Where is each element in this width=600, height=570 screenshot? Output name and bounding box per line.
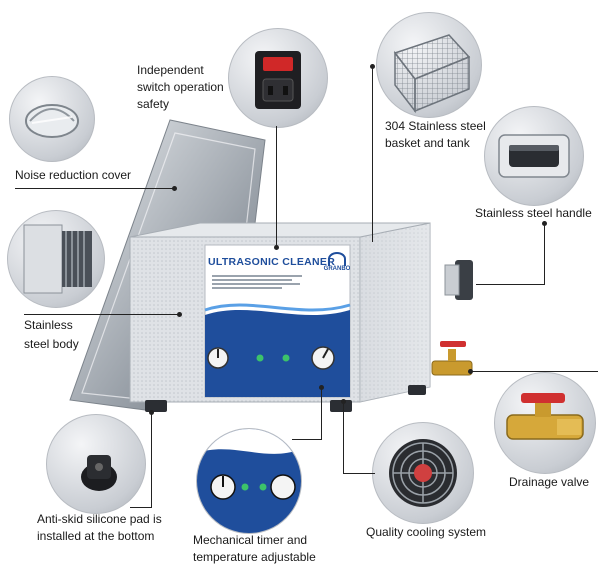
drainage-circle xyxy=(494,372,596,474)
basket-tank-label: 304 Stainless steel basket and tank xyxy=(385,119,486,150)
cooling-label: Quality cooling system xyxy=(366,525,487,539)
switch-circle xyxy=(228,28,328,128)
cooling-circle xyxy=(372,422,474,524)
brand-logo: GRANBO xyxy=(318,252,356,272)
timer-circle xyxy=(196,428,302,534)
handle-circle xyxy=(484,106,584,206)
timer-label: Mechanical timer and temperature adjusta… xyxy=(193,533,316,564)
noise-cover-label: Noise reduction cover xyxy=(15,168,132,182)
panel-small-print xyxy=(212,273,312,291)
noise-cover-circle xyxy=(9,76,95,162)
brand-name: GRANBO xyxy=(323,266,351,272)
pad-label: Anti-skid silicone pad is installed at t… xyxy=(37,512,162,543)
handle-label: Stainless steel handle xyxy=(475,206,592,220)
drain-valve xyxy=(431,360,473,376)
drainage-label: Drainage valve xyxy=(509,475,590,489)
steel-body-circle xyxy=(7,210,105,308)
switch-label: Independent switch operation safety xyxy=(137,63,224,111)
ultrasonic-cleaner-illustration xyxy=(69,119,473,412)
pad-circle xyxy=(46,414,146,514)
steel-body-label: Stainless steel body xyxy=(24,318,79,351)
panel-title: ULTRASONIC CLEANER xyxy=(208,256,336,268)
basket-circle xyxy=(376,12,482,118)
